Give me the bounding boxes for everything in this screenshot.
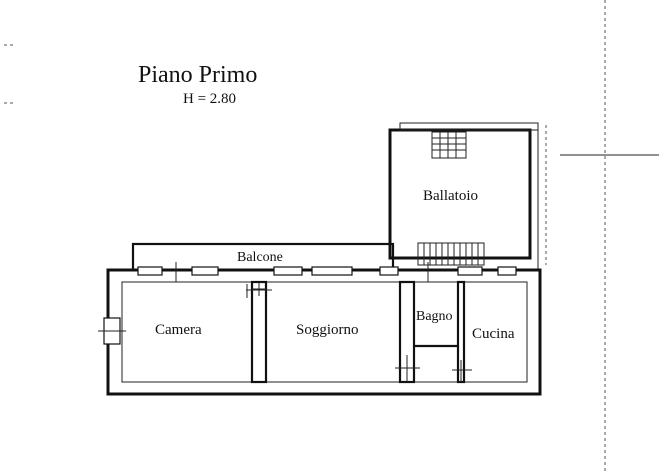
soggiorno-label: Soggiorno [296,322,359,338]
reference-lines [4,0,659,474]
balcone-area: Balcone [131,242,395,272]
ballatoio-room: Ballatoio [388,122,547,270]
balcone-label: Balcone [237,250,283,265]
camera-label: Camera [155,322,202,338]
bagno-label: Bagno [416,309,453,324]
stairs-bottom [417,242,485,266]
height-note: H = 2.80 [183,91,236,107]
cucina-label: Cucina [472,326,515,342]
main-floor [98,262,542,396]
stairs-top [431,131,467,159]
plan-title: Piano Primo [138,62,257,88]
ballatoio-label: Ballatoio [423,188,478,204]
